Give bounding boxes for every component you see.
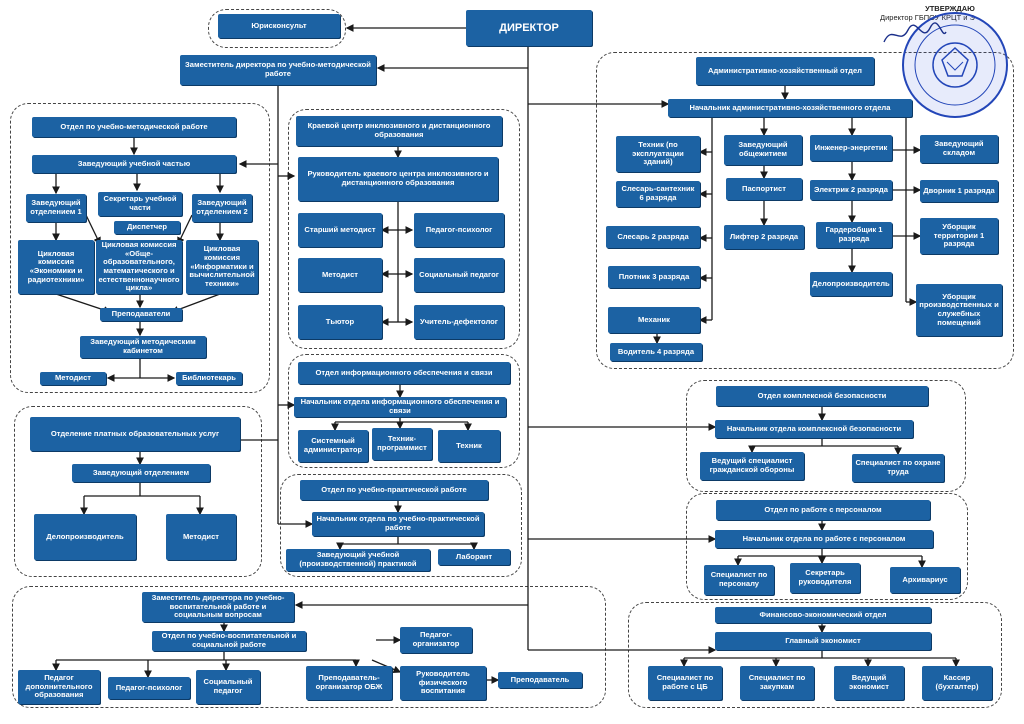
it-sysadmin-box[interactable]: Системный администратор: [298, 430, 368, 462]
incl-senior-meth-box[interactable]: Старший методист: [298, 213, 382, 247]
it-progr-box[interactable]: Техник-программист: [372, 428, 432, 460]
it-tech-box[interactable]: Техник: [438, 430, 500, 462]
adm-energy-box[interactable]: Инженер-энергетик: [810, 135, 892, 161]
group-security: [686, 380, 966, 492]
group-finance: [628, 602, 1002, 708]
fin-purch-box[interactable]: Специалист по закупкам: [740, 666, 814, 700]
it-dept-box[interactable]: Отдел информационного обеспечения и связ…: [298, 362, 510, 384]
paid-head-box[interactable]: Заведующий отделением: [72, 464, 210, 482]
fin-dept-box[interactable]: Финансово-экономический отдел: [715, 607, 931, 623]
prac-manager-box[interactable]: Заведующий учебной (производственной) пр…: [286, 549, 430, 571]
edu-dept-box[interactable]: Отдел по учебно-воспитательной и социаль…: [152, 631, 306, 651]
adm-plumber-box[interactable]: Слесарь-сантехник 6 разряда: [616, 181, 700, 207]
paid-clerk-box[interactable]: Делопроизводитель: [34, 514, 136, 560]
sec-dept-box[interactable]: Отдел комплексной безопасности: [716, 386, 928, 406]
uch-method-dept-box[interactable]: Отдел по учебно-методической работе: [32, 117, 236, 137]
adm-janitor-box[interactable]: Дворник 1 разряда: [920, 180, 998, 202]
director-box[interactable]: ДИРЕКТОР: [466, 10, 592, 46]
paid-methodist-box[interactable]: Методист: [166, 514, 236, 560]
adm-wardrobe-box[interactable]: Гардеробщик 1 разряда: [816, 222, 892, 248]
comm-it-box[interactable]: Цикловая комиссия «Информатики и вычисли…: [186, 240, 258, 294]
adm-carpenter-box[interactable]: Плотник 3 разряда: [608, 266, 700, 288]
secretary-study-box[interactable]: Секретарь учебной части: [98, 192, 182, 216]
hr-head-box[interactable]: Начальник отдела по работе с персоналом: [715, 530, 933, 548]
incl-social-box[interactable]: Социальный педагог: [414, 258, 504, 292]
adm-territory-box[interactable]: Уборщик территории 1 разряда: [920, 218, 998, 254]
incl-meth-box[interactable]: Методист: [298, 258, 382, 292]
group-admin: [596, 52, 1014, 369]
adm-passport-box[interactable]: Паспортист: [726, 178, 802, 200]
paid-dept-box[interactable]: Отделение платных образовательных услуг: [30, 417, 240, 451]
group-uch-method: [10, 103, 270, 393]
group-legal: [208, 9, 346, 48]
edu-organizer-box[interactable]: Педагог-организатор: [400, 627, 472, 653]
fin-cash-box[interactable]: Кассир (бухгалтер): [922, 666, 992, 700]
librarian-box[interactable]: Библиотекарь: [176, 372, 242, 385]
head-dept1-box[interactable]: Заведующий отделением 1: [26, 194, 86, 222]
adm-dept-box[interactable]: Административно-хозяйственный отдел: [696, 57, 874, 85]
approval-director: Директор ГБПОУ КРЦТ и Э: [880, 13, 975, 23]
head-study-box[interactable]: Заведующий учебной частью: [32, 155, 236, 173]
edu-social-box[interactable]: Социальный педагог: [196, 670, 260, 704]
sec-head-box[interactable]: Начальник отдела комплексной безопасност…: [715, 420, 913, 438]
group-paid: [14, 406, 262, 577]
it-head-box[interactable]: Начальник отдела информационного обеспеч…: [294, 397, 506, 417]
fin-lead-box[interactable]: Ведущий экономист: [834, 666, 904, 700]
comm-econ-box[interactable]: Цикловая комиссия «Экономики и радиотехн…: [18, 240, 94, 294]
dispatcher-box[interactable]: Диспетчер: [114, 221, 180, 234]
prac-head-box[interactable]: Начальник отдела по учебно-практической …: [312, 512, 484, 536]
deputy-edu-box[interactable]: Заместитель директора по учебно-воспитат…: [142, 592, 294, 622]
hr-secr-box[interactable]: Секретарь руководителя: [790, 563, 860, 593]
approval-block: УТВЕРЖДАЮ Директор ГБПОУ КРЦТ и Э: [880, 4, 975, 23]
hr-spec-box[interactable]: Специалист по персоналу: [704, 565, 774, 595]
adm-cleaner-box[interactable]: Уборщик производственных и служебных пом…: [916, 284, 1002, 336]
group-it: [288, 354, 520, 468]
sec-civil-box[interactable]: Ведущий специалист гражданской обороны: [700, 452, 804, 480]
adm-clerk-box[interactable]: Делопроизводитель: [810, 272, 892, 296]
prac-lab-box[interactable]: Лаборант: [438, 549, 510, 565]
adm-mechanic-box[interactable]: Механик: [608, 307, 700, 333]
prac-dept-box[interactable]: Отдел по учебно-практической работе: [300, 480, 488, 500]
incl-psych-box[interactable]: Педагог-психолог: [414, 213, 504, 247]
head-method-cab-box[interactable]: Заведующий методическим кабинетом: [80, 336, 206, 358]
deputy-method-box[interactable]: Заместитель директора по учебно-методиче…: [180, 55, 376, 85]
fin-cb-box[interactable]: Специалист по работе с ЦБ: [648, 666, 722, 700]
hr-dept-box[interactable]: Отдел по работе с персоналом: [716, 500, 930, 520]
teachers-box[interactable]: Преподаватели: [100, 308, 182, 321]
adm-lift-box[interactable]: Лифтер 2 разряда: [724, 225, 804, 249]
approval-title: УТВЕРЖДАЮ: [925, 4, 975, 13]
incl-center-box[interactable]: Краевой центр инклюзивного и дистанционн…: [296, 116, 502, 146]
hr-arch-box[interactable]: Архивариус: [890, 567, 960, 593]
adm-electric-box[interactable]: Электрик 2 разряда: [810, 180, 892, 200]
incl-tutor-box[interactable]: Тьютор: [298, 305, 382, 339]
group-inclusive: [288, 109, 520, 349]
comm-general-box[interactable]: Цикловая комиссия «Обще-образовательного…: [96, 240, 182, 294]
head-dept2-box[interactable]: Заведующий отделением 2: [192, 194, 252, 222]
adm-head-box[interactable]: Начальник административно-хозяйственного…: [668, 99, 912, 117]
fin-chief-box[interactable]: Главный экономист: [715, 632, 931, 650]
incl-head-box[interactable]: Руководитель краевого центра инклюзивног…: [298, 157, 498, 201]
adm-store-box[interactable]: Заведующий складом: [920, 135, 998, 163]
edu-addit-box[interactable]: Педагог дополнительного образования: [18, 670, 100, 704]
seal-icon: [902, 12, 1008, 118]
group-edu: [12, 586, 606, 708]
legal-box[interactable]: Юрисконсульт: [218, 14, 340, 38]
edu-phys-box[interactable]: Руководитель физического воспитания: [400, 666, 486, 700]
group-hr: [686, 493, 968, 600]
group-practice: [280, 474, 522, 577]
edu-obzh-box[interactable]: Преподаватель-организатор ОБЖ: [306, 666, 392, 700]
incl-defect-box[interactable]: Учитель-дефектолог: [414, 305, 504, 339]
adm-locksmith-box[interactable]: Слесарь 2 разряда: [606, 226, 700, 248]
adm-tech-box[interactable]: Техник (по эксплуатации зданий): [616, 136, 700, 172]
signature-icon: [883, 22, 947, 43]
edu-psych-box[interactable]: Педагог-психолог: [108, 677, 190, 699]
sec-labor-box[interactable]: Специалист по охране труда: [852, 454, 944, 482]
edu-teacher-box[interactable]: Преподаватель: [498, 672, 582, 688]
adm-driver-box[interactable]: Водитель 4 разряда: [610, 343, 702, 361]
adm-dorm-box[interactable]: Заведующий общежитием: [724, 135, 802, 165]
methodist-box[interactable]: Методист: [40, 372, 106, 385]
